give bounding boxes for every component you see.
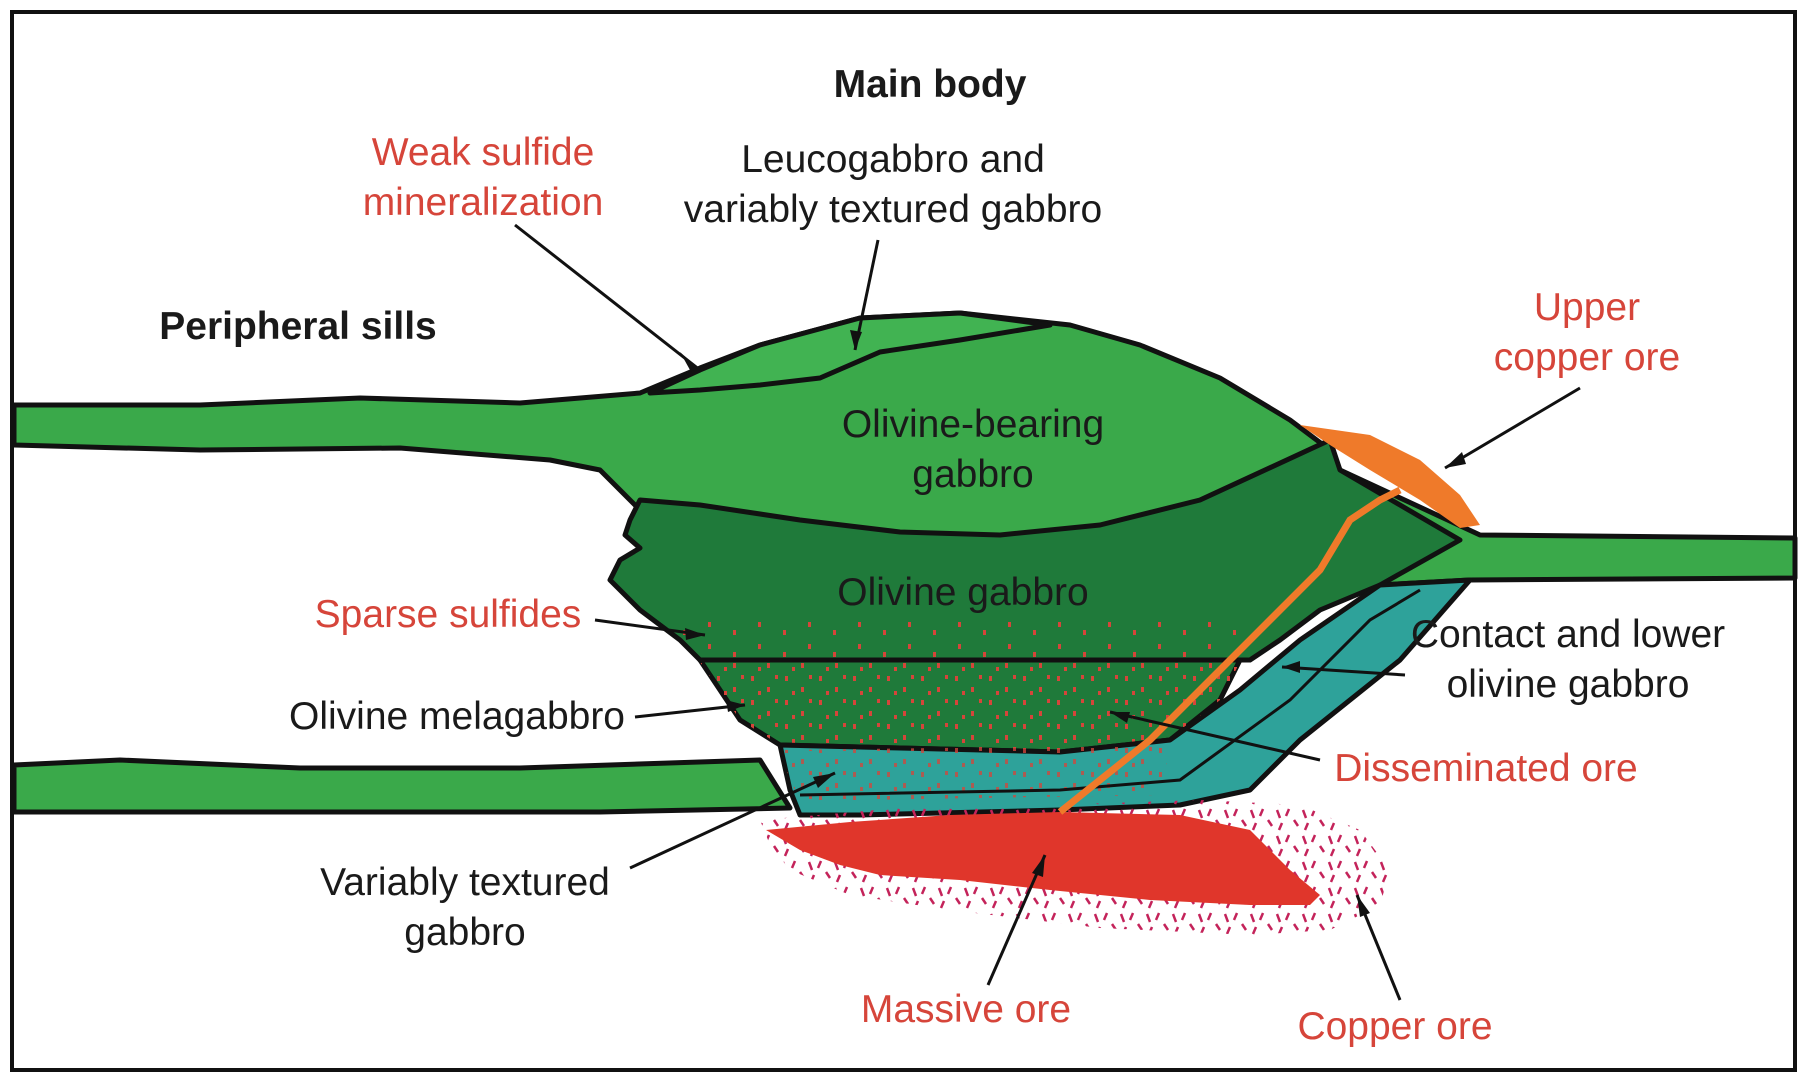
massive-ore-label: Massive ore (861, 988, 1071, 1031)
copper-ore-label: Copper ore (1297, 1005, 1492, 1048)
sparse-sulfides-label: Sparse sulfides (315, 593, 582, 636)
weak-sulfide-label-line2: mineralization (363, 181, 604, 224)
weak-sulfide-label-line1: Weak sulfide (372, 131, 595, 174)
contact-lower-label-line2: olivine gabbro (1447, 663, 1690, 706)
peripheral-sills-label: Peripheral sills (159, 305, 436, 348)
olivine-melagabbro-dots (700, 662, 1240, 752)
contact-lower-label-line1: Contact and lower (1411, 613, 1725, 656)
upper-copper-ore-label-line2: copper ore (1494, 336, 1680, 379)
main-body-label: Main body (834, 63, 1027, 106)
leucogabbro-label-line1: Leucogabbro and (741, 138, 1045, 181)
olivine-gabbro-label: Olivine gabbro (837, 571, 1088, 614)
olivine-bearing-label-line1: Olivine-bearing (842, 403, 1104, 446)
disseminated-ore-label: Disseminated ore (1334, 747, 1637, 790)
leucogabbro-label-line2: variably textured gabbro (684, 188, 1102, 231)
variably-textured-label-line2: gabbro (404, 911, 525, 954)
upper-copper-ore-label-line1: Upper (1534, 286, 1640, 329)
variably-textured-label-line1: Variably textured (320, 861, 610, 904)
olivine-melagabbro-label: Olivine melagabbro (289, 695, 625, 738)
lower-peripheral-sill (14, 760, 790, 812)
sparse-sulfides-dots (660, 615, 1260, 660)
olivine-bearing-label-line2: gabbro (912, 453, 1033, 496)
